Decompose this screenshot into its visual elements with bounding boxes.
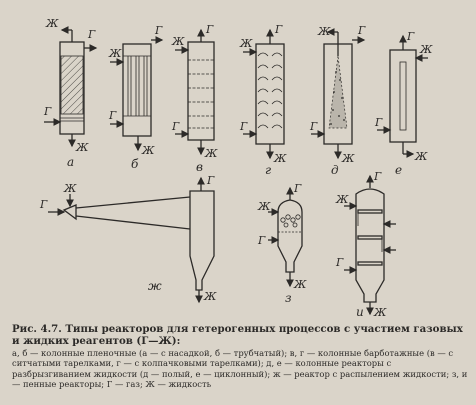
reactor-z: Г Ж Г Ж з: [257, 182, 307, 305]
reactor-b-liquid-out-label: Ж: [141, 144, 155, 157]
reactor-zh: Г Г Ж Ж ж: [39, 174, 217, 304]
reactor-v-shell: [187, 41, 215, 141]
reactor-v-gas-in-label: Г: [171, 120, 180, 133]
reactor-a-label: а: [67, 155, 74, 169]
reactor-d-gas-in-label: Г: [309, 120, 318, 133]
reactor-types-figure: Г Ж Г Ж а Г Ж Г Ж б: [39, 17, 433, 319]
reactor-e-liquid-in-label: Ж: [419, 43, 433, 56]
reactor-v: Г Ж Г Ж в: [171, 23, 218, 174]
reactor-v-sieve-trays: [188, 59, 214, 129]
reactor-a-liquid-out-label: Ж: [75, 141, 89, 154]
reactor-zh-diffuser: [75, 196, 191, 230]
reactor-g-liquid-out-label: Ж: [273, 152, 287, 165]
reactor-g-liquid-in-label: Ж: [239, 37, 253, 50]
reactor-i-trays: [357, 209, 383, 266]
reactor-d-label: д: [331, 163, 339, 177]
reactor-zh-label: ж: [148, 279, 162, 293]
reactor-b-gas-out-label: Г: [154, 24, 163, 37]
reactor-g: Г Ж Г Ж г: [239, 23, 287, 177]
reactor-i-liquid-out-label: Ж: [373, 306, 387, 319]
reactor-b: Г Ж Г Ж б: [108, 24, 164, 171]
reactor-v-liquid-out-label: Ж: [204, 147, 218, 160]
caption-title: Рис. 4.7. Типы реакторов для гетерогенны…: [12, 323, 463, 347]
reactor-b-liquid-in-label: Ж: [108, 47, 122, 60]
reactor-b-shell: [122, 43, 152, 137]
reactor-z-gas-out-label: Г: [293, 182, 302, 195]
reactor-zh-gas-out-label: Г: [206, 174, 215, 187]
reactor-zh-liquid-out-label: Ж: [203, 290, 217, 303]
reactor-a-gas-in-label: Г: [43, 105, 52, 118]
reactor-v-gas-out-label: Г: [205, 23, 214, 36]
reactor-b-gas-in-label: Г: [108, 109, 117, 122]
reactor-a-liquid-in-label: Ж: [45, 17, 59, 30]
reactor-zh-vessel: [189, 190, 215, 291]
reactor-g-bubble-caps: [257, 52, 283, 129]
reactor-g-shell: [255, 43, 285, 145]
reactor-g-label: г: [265, 163, 271, 177]
reactor-i: Г Ж Г Ж и: [335, 170, 396, 319]
reactor-a: Г Ж Г Ж а: [43, 17, 98, 169]
reactor-i-liquid-in-label: Ж: [335, 193, 349, 206]
reactor-g-gas-out-label: Г: [274, 23, 283, 36]
reactor-z-label: з: [285, 291, 292, 305]
figure-caption: Рис. 4.7. Типы реакторов для гетерогенны…: [12, 323, 468, 390]
reactor-e-shell: [389, 49, 417, 143]
reactor-e-label: е: [395, 163, 402, 177]
caption-legend: а, б — колонные пленочные (а — с насадко…: [12, 348, 468, 390]
reactor-z-liquid-in-label: Ж: [257, 200, 271, 213]
reactor-d: Ж Г Г Ж д: [309, 24, 366, 177]
reactor-a-gas-out-label: Г: [87, 28, 96, 41]
reactor-i-gas-out-label: Г: [373, 170, 382, 183]
reactor-b-label: б: [131, 157, 139, 171]
reactor-a-packing: [60, 55, 84, 115]
reactor-e-liquid-out-label: Ж: [414, 150, 428, 163]
reactor-i-vessel: [355, 188, 385, 303]
reactor-e: Г Ж Г Ж е: [374, 30, 433, 177]
reactor-d-liquid-in-label: Ж: [317, 25, 331, 38]
reactor-i-gas-in-label: Г: [335, 256, 344, 269]
reactor-z-foam: [280, 214, 301, 228]
reactor-d-liquid-out-label: Ж: [341, 152, 355, 165]
reactor-d-spray-cone: [328, 55, 348, 129]
reactor-g-gas-in-label: Г: [239, 120, 248, 133]
reactor-d-gas-out-label: Г: [357, 24, 366, 37]
reactor-e-gas-in-label: Г: [374, 116, 383, 129]
reactor-zh-liquid-in-label: Ж: [63, 182, 77, 195]
reactor-d-spray-drops: [330, 71, 345, 125]
reactor-z-liquid-out-label: Ж: [293, 278, 307, 291]
reactor-v-liquid-in-label: Ж: [171, 35, 185, 48]
reactor-v-label: в: [196, 160, 203, 174]
reactor-b-tubes: [127, 56, 148, 116]
reactor-z-vessel: [277, 199, 303, 273]
reactor-e-inner-tube: [399, 61, 407, 131]
reactor-zh-gas-in-label: Г: [39, 198, 48, 211]
reactor-e-gas-out-label: Г: [406, 30, 415, 43]
reactor-zh-nozzle: [62, 204, 77, 221]
reactor-z-gas-in-label: Г: [257, 234, 266, 247]
reactor-i-label: и: [356, 305, 364, 319]
